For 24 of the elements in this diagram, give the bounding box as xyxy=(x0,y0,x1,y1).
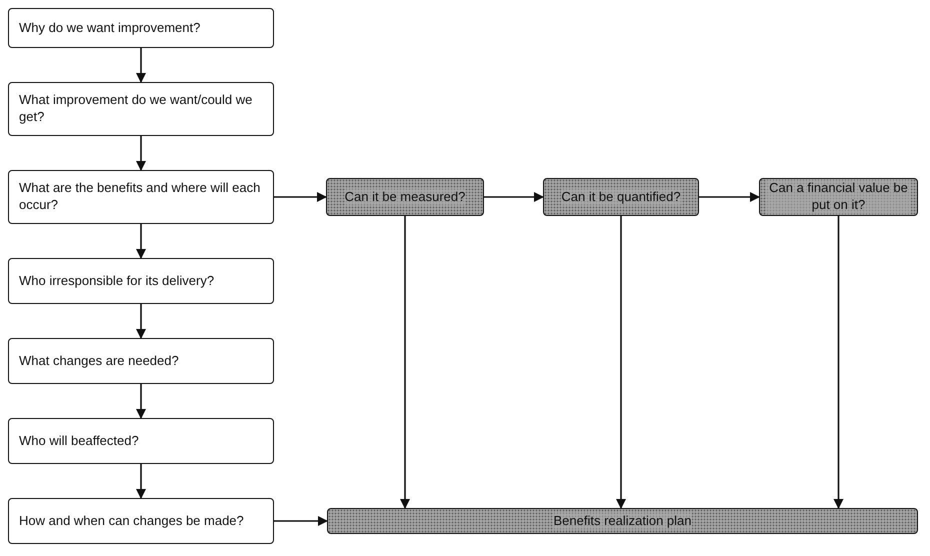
process-box: What improvement do we want/could we get? xyxy=(8,82,274,136)
arrow xyxy=(136,304,146,339)
question-box: Can it be quantified? xyxy=(543,178,699,216)
arrow xyxy=(136,48,146,83)
process-box: What are the benefits and where will each occur? xyxy=(8,170,274,224)
process-box: Who irresponsible for its delivery? xyxy=(8,258,274,304)
arrow xyxy=(699,192,760,202)
arrow xyxy=(274,192,327,202)
process-box: Who will beaffected? xyxy=(8,418,274,464)
arrow xyxy=(484,192,544,202)
process-box: How and when can changes be made? xyxy=(8,498,274,544)
arrow xyxy=(136,384,146,419)
arrow xyxy=(136,224,146,259)
question-box: Can it be measured? xyxy=(326,178,484,216)
process-box: Why do we want improvement? xyxy=(8,8,274,48)
arrow xyxy=(400,216,410,509)
question-box: Can a financial value be put on it? xyxy=(759,178,918,216)
arrow xyxy=(136,464,146,499)
process-box: What changes are needed? xyxy=(8,338,274,384)
arrow xyxy=(616,216,626,509)
arrow xyxy=(834,216,844,509)
arrow xyxy=(274,516,328,526)
plan-band: Benefits realization plan xyxy=(327,508,918,534)
arrow xyxy=(136,136,146,171)
